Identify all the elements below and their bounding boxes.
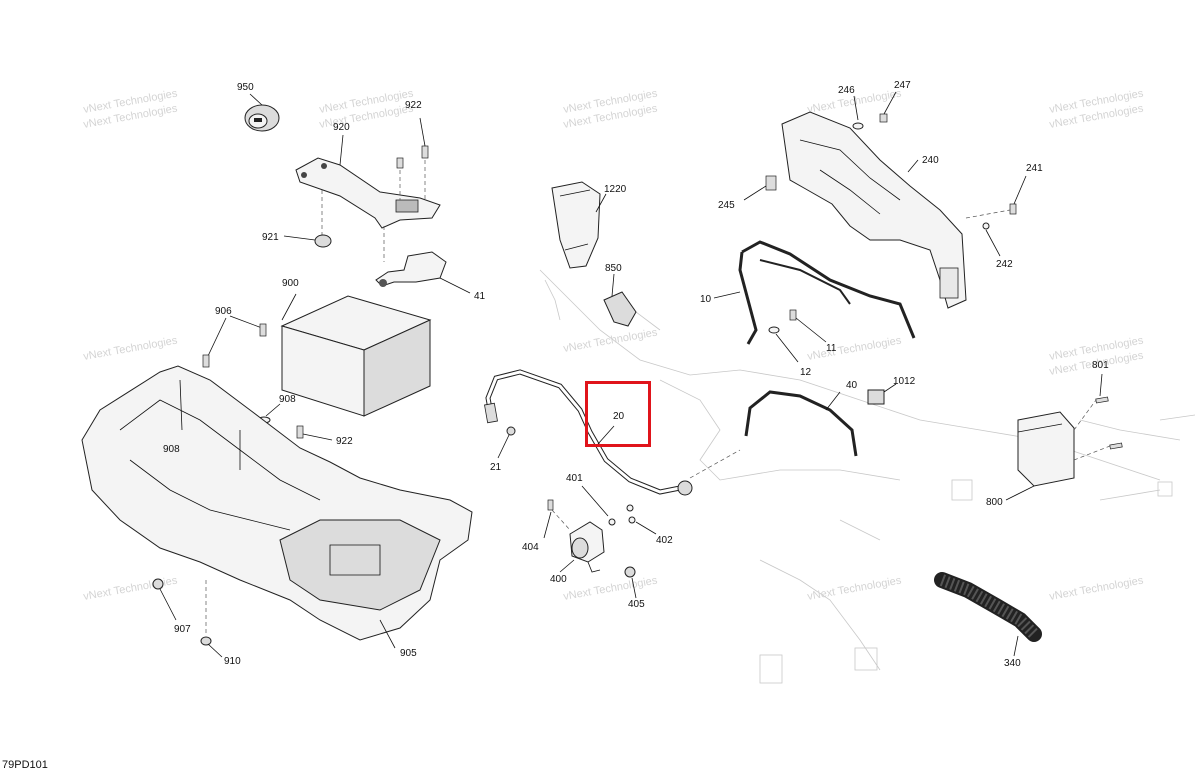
callout-242: 242 <box>996 259 1013 270</box>
callout-245: 245 <box>718 200 735 211</box>
callout-240: 240 <box>922 155 939 166</box>
callout-402: 402 <box>656 535 673 546</box>
watermark-text: vNext Technologies <box>82 335 178 363</box>
callout-405: 405 <box>628 599 645 610</box>
highlight-box-part-20[interactable] <box>585 381 651 447</box>
callout-340: 340 <box>1004 658 1021 669</box>
callout-907: 907 <box>174 624 191 635</box>
callout-21: 21 <box>490 462 502 473</box>
callout-400: 400 <box>550 574 567 585</box>
callout-921: 921 <box>262 232 279 243</box>
callout-908: 908 <box>163 444 180 455</box>
part-340-hose <box>934 572 1042 657</box>
callout-12: 12 <box>800 367 812 378</box>
callout-404: 404 <box>522 542 539 553</box>
callout-40: 40 <box>846 380 858 391</box>
part-240-bracket <box>743 91 1027 309</box>
callout-11: 11 <box>826 343 837 354</box>
callout-906: 906 <box>215 306 232 317</box>
part-40-harness <box>744 383 897 457</box>
callout-950: 950 <box>237 82 254 93</box>
watermark-text: vNext Technologies <box>806 335 902 363</box>
callout-41: 41 <box>474 291 486 302</box>
part-400-solenoid <box>543 485 657 599</box>
callout-20: 20 <box>613 411 625 422</box>
callout-922: 922 <box>405 100 422 111</box>
callout-401: 401 <box>566 473 583 484</box>
watermark-text: vNext Technologies <box>82 575 178 603</box>
part-800-module <box>1005 373 1123 501</box>
callout-10: 10 <box>700 294 712 305</box>
callout-908: 908 <box>279 394 296 405</box>
fasteners-bottom-left <box>152 578 223 658</box>
callout-241: 241 <box>1026 163 1043 174</box>
part-10-harness <box>713 240 916 363</box>
part-950-ignition-switch <box>244 93 280 132</box>
part-1220-boot <box>551 181 607 269</box>
part-905-battery-tray <box>81 365 473 649</box>
callout-labels: 950 920 922 921 41 900 906 908 908 922 9… <box>163 80 1109 669</box>
diagram-reference-code: 79PD101 <box>2 759 48 771</box>
part-900-battery <box>280 293 432 417</box>
callout-850: 850 <box>605 263 622 274</box>
part-920-battery-bracket <box>283 117 441 262</box>
callout-246: 246 <box>838 85 855 96</box>
watermark-text: vNext Technologies <box>562 327 658 355</box>
part-850-connector <box>603 273 637 327</box>
part-20-battery-cable <box>484 369 741 496</box>
callout-910: 910 <box>224 656 241 667</box>
callout-905: 905 <box>400 648 417 659</box>
callout-900: 900 <box>282 278 299 289</box>
callout-247: 247 <box>894 80 911 91</box>
watermark-text: vNext Technologies <box>1048 575 1144 603</box>
callout-922: 922 <box>336 436 353 447</box>
watermark-text: vNext Technologies <box>806 575 902 603</box>
callout-801: 801 <box>1092 360 1109 371</box>
callout-920: 920 <box>333 122 350 133</box>
callout-800: 800 <box>986 497 1003 508</box>
part-41-terminal-cover <box>375 251 471 294</box>
callout-1220: 1220 <box>604 184 627 195</box>
callout-1012: 1012 <box>893 376 916 387</box>
